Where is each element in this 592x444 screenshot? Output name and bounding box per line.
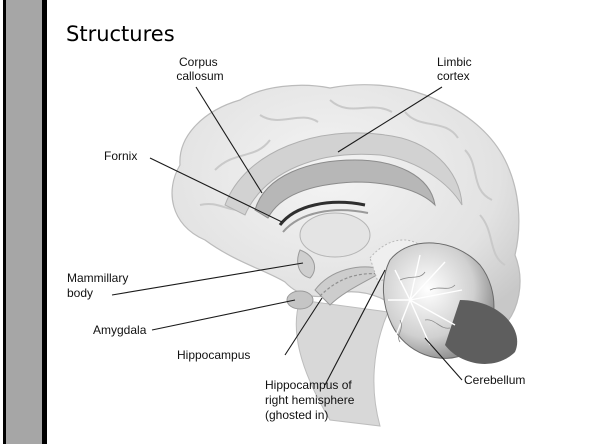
label-cerebellum: Cerebellum [464, 373, 525, 387]
label-amygdala: Amygdala [93, 323, 147, 337]
label-limbic-cortex: Limbic cortex [437, 55, 475, 83]
label-fornix: Fornix [104, 149, 137, 163]
label-corpus-callosum: Corpus callosum [176, 55, 223, 83]
label-hippocampus: Hippocampus [177, 348, 250, 362]
label-mammillary-body: Mammillary body [67, 271, 132, 300]
amygdala-region [287, 291, 313, 309]
thalamus [300, 213, 370, 257]
